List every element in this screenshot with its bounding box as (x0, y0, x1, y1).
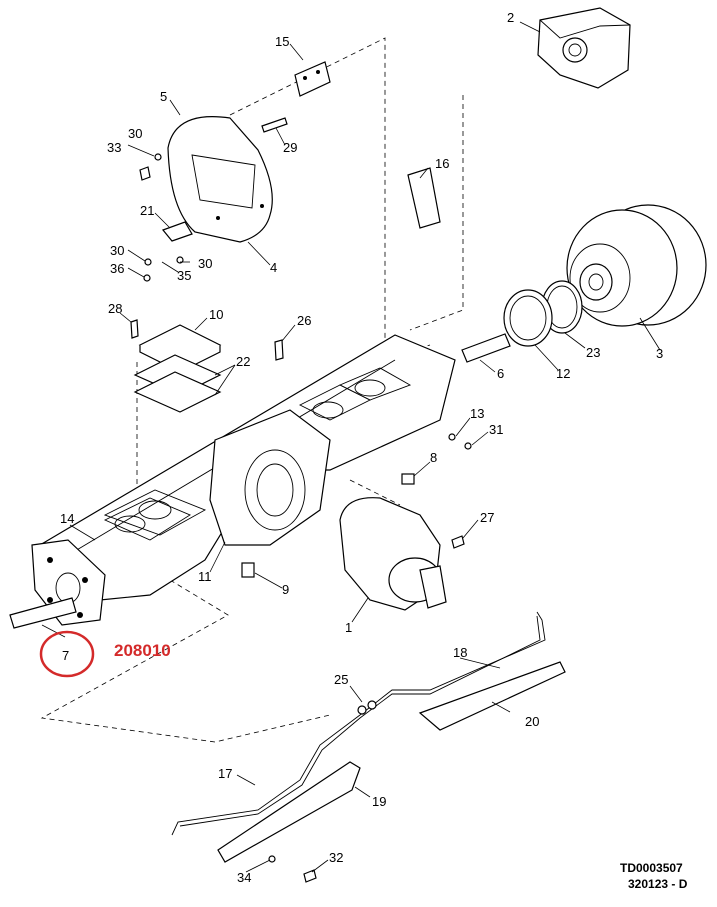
part-8 (401, 473, 415, 485)
callout-30c: 30 (198, 256, 212, 271)
part-pin-29 (261, 117, 288, 133)
part-28 (130, 319, 139, 339)
document-codes: TD0003507 320123 - D (620, 861, 688, 891)
highlight-group: 7 208010 (39, 630, 171, 678)
callout-labels: 2 5 15 29 30 33 16 21 30 36 30 35 4 28 1… (60, 10, 663, 885)
callout-16: 16 (435, 156, 449, 171)
callout-12: 12 (556, 366, 570, 381)
callout-3: 3 (656, 346, 663, 361)
callout-33: 33 (107, 140, 121, 155)
part-30 (154, 153, 162, 161)
part-bracket-15 (294, 61, 331, 97)
part-seal-12 (503, 289, 553, 347)
callout-21: 21 (140, 203, 154, 218)
part-guard-19 (217, 761, 361, 863)
callout-1: 1 (345, 620, 352, 635)
callout-17: 17 (218, 766, 232, 781)
callout-30: 30 (128, 126, 142, 141)
part-guard-20 (418, 661, 566, 731)
callout-15: 15 (275, 34, 289, 49)
callout-35: 35 (177, 268, 191, 283)
highlight-part-number: 208010 (114, 641, 171, 660)
callout-34: 34 (237, 870, 251, 885)
drawing-code: TD0003507 (620, 861, 683, 875)
revision-code: 320123 - D (628, 877, 688, 891)
callout-7: 7 (62, 648, 69, 663)
callout-36: 36 (110, 261, 124, 276)
callout-27: 27 (480, 510, 494, 525)
leader-lines (41, 21, 661, 873)
part-31 (464, 442, 472, 450)
callout-29: 29 (283, 140, 297, 155)
callout-28: 28 (108, 301, 122, 316)
part-34 (268, 855, 276, 863)
callout-32: 32 (329, 850, 343, 865)
part-motor-2 (537, 7, 631, 89)
callout-5: 5 (160, 89, 167, 104)
callout-25: 25 (334, 672, 348, 687)
part-shaft-6 (461, 333, 511, 363)
callout-9: 9 (282, 582, 289, 597)
callout-18: 18 (453, 645, 467, 660)
assembly-dashed-lines (40, 37, 464, 743)
part-bracket-16 (407, 167, 441, 229)
callout-19: 19 (372, 794, 386, 809)
part-9 (241, 562, 255, 578)
part-differential-1 (339, 497, 447, 611)
hardware-parts (130, 153, 472, 883)
part-33 (139, 166, 151, 181)
highlight-circle (39, 630, 95, 678)
part-13 (448, 433, 456, 441)
callout-6: 6 (497, 366, 504, 381)
part-32 (303, 869, 317, 883)
callout-2: 2 (507, 10, 514, 25)
part-axle-housing-14 (9, 334, 456, 629)
callout-31: 31 (489, 422, 503, 437)
callout-8: 8 (430, 450, 437, 465)
callout-20: 20 (525, 714, 539, 729)
part-26 (274, 339, 284, 361)
part-final-drive-3 (566, 204, 707, 327)
callout-14: 14 (60, 511, 74, 526)
callout-4: 4 (270, 260, 277, 275)
part-gasket-22b (133, 371, 222, 413)
callout-10: 10 (209, 307, 223, 322)
part-27 (451, 535, 465, 549)
callout-13: 13 (470, 406, 484, 421)
part-brake-plate (167, 116, 273, 243)
callout-22: 22 (236, 354, 250, 369)
tubes-and-guards (171, 611, 566, 863)
callout-26: 26 (297, 313, 311, 328)
callout-11: 11 (198, 569, 212, 584)
callout-30b: 30 (110, 243, 124, 258)
callout-23: 23 (586, 345, 600, 360)
part-21 (161, 221, 193, 242)
